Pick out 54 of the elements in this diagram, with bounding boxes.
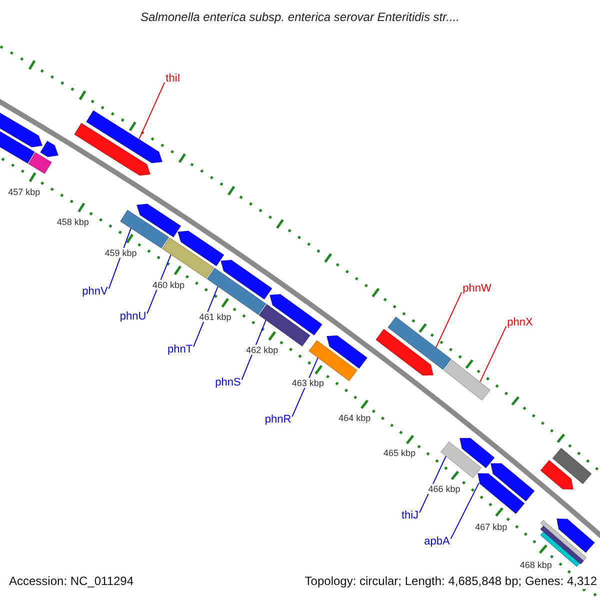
leader-line — [480, 326, 507, 383]
scale-label: 464 kbp — [338, 413, 371, 424]
gene-feature — [552, 448, 592, 484]
gene-feature — [556, 518, 595, 553]
gene-feature — [326, 335, 368, 369]
gene-feature — [540, 460, 574, 490]
scale-label: 457 kbp — [8, 186, 40, 198]
gene-feature — [120, 210, 170, 248]
gene-feature — [490, 463, 535, 502]
leader-line — [436, 292, 462, 348]
gene-feature — [444, 360, 490, 401]
gene-feature — [178, 230, 224, 266]
scale-label: 467 kbp — [475, 522, 508, 532]
gene-label: phnS — [215, 376, 241, 390]
gene-feature — [206, 268, 266, 315]
gene-label: thiI — [166, 72, 180, 86]
scale-label: 465 kbp — [383, 448, 416, 458]
gene-feature — [86, 110, 162, 164]
gene-feature — [270, 294, 322, 336]
scale-label: 460 kbp — [152, 279, 185, 290]
accession-text: Accession: NC_011294 — [9, 575, 134, 589]
gene-feature — [440, 441, 482, 478]
gene-label: thiJ — [401, 510, 419, 522]
gene-feature — [28, 152, 52, 174]
scale-label: 461 kbp — [199, 311, 232, 322]
gene-label: phnT — [167, 344, 193, 356]
scale-label: 459 kbp — [104, 248, 137, 258]
gene-feature — [478, 473, 525, 514]
gene-label: apbA — [424, 536, 450, 548]
scale-label: 468 kbp — [520, 560, 552, 571]
gene-feature — [220, 260, 272, 300]
scale-label: 463 kbp — [292, 378, 324, 388]
title: Salmonella enterica subsp. enterica serovar Enteritidis str.... — [140, 11, 460, 25]
gene-feature — [162, 237, 214, 279]
leader-line — [450, 482, 480, 540]
gene-label: phnU — [120, 310, 146, 324]
scale-label: 462 kbp — [246, 344, 278, 355]
gene-label: phnR — [264, 414, 292, 426]
scale-label: 466 kbp — [428, 484, 460, 494]
scale-label: 458 kbp — [56, 217, 89, 228]
gene-label: phnV — [82, 286, 108, 298]
gene-feature — [460, 438, 495, 468]
gene-feature — [136, 204, 182, 238]
gene-label: phnX — [507, 316, 533, 330]
gene-feature — [308, 340, 358, 382]
gene-feature — [376, 328, 434, 376]
gene-feature — [40, 140, 58, 157]
genome-summary-text: Topology: circular; Length: 4,685,848 bp; Genes: 4,312 — [304, 575, 597, 589]
gene-feature — [540, 520, 587, 561]
gene-feature — [258, 304, 310, 346]
gene-feature — [388, 316, 452, 370]
gene-feature — [74, 122, 150, 176]
gene-label: phnW — [462, 282, 492, 296]
leader-line — [138, 82, 166, 140]
